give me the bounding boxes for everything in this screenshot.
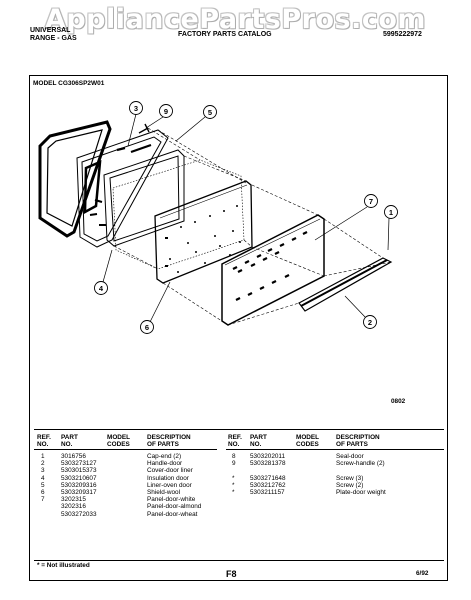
table-cell: Screw (2)	[336, 481, 364, 489]
figure-code: 0802	[391, 398, 406, 405]
footer-rule	[34, 560, 444, 561]
table-cell: 5303281378	[250, 460, 286, 468]
header-ref-right: REF.NO.	[228, 434, 242, 449]
callout-1: 1	[389, 208, 393, 217]
model-number: MODEL CG306SP2W01	[33, 80, 105, 87]
table-cell: 5303209317	[61, 488, 97, 496]
watermark: AppliancePartsPros.com	[44, 4, 427, 35]
table-cell	[41, 503, 45, 510]
table-cell: 8	[232, 453, 236, 460]
table-cell: 5303211157	[250, 488, 285, 496]
callout-9: 9	[164, 107, 168, 116]
brand-line-2: RANGE - GAS	[30, 35, 77, 42]
table-top-rule	[34, 429, 444, 430]
cover-door-liner-part	[76, 129, 169, 248]
table-cell: 6	[41, 488, 45, 496]
table-cell: 4	[41, 474, 45, 482]
table-cell: 2	[41, 460, 45, 468]
table-cell: Cap-end (2)	[147, 453, 182, 460]
doc-number: 5995222972	[383, 31, 422, 38]
callout-6: 6	[145, 323, 149, 332]
table-cell: Screw (3)	[336, 474, 364, 482]
table-cell: 5303271648	[250, 474, 286, 482]
table-cell	[336, 467, 386, 474]
table-cell: Panel-door-white	[147, 496, 196, 504]
table-cell: Panel-door-wheat	[147, 510, 198, 518]
catalog-frame	[29, 75, 448, 581]
table-cell: 7	[41, 496, 45, 504]
table-cell: 3	[41, 467, 45, 475]
brand-line-1: UNIVERSAL	[30, 27, 71, 34]
table-cell: 1	[41, 453, 45, 460]
callout-2: 2	[368, 318, 372, 327]
table-cell: 5303272033	[61, 510, 97, 518]
footnote: * = Not illustrated	[37, 562, 90, 569]
table-cell: 5303209316	[61, 481, 97, 489]
header-ref-left: REF.NO.	[37, 434, 51, 449]
table-cell: 5303202011	[250, 453, 286, 460]
table-header-rule-right	[226, 449, 444, 450]
callout-4: 4	[99, 284, 104, 293]
table-cell: Shield-wool	[147, 488, 181, 496]
table-header-rule-left	[34, 449, 217, 450]
handle-door-part	[298, 257, 393, 312]
table-cell: Screw-handle (2)	[336, 460, 385, 468]
table-cell: 3202315	[61, 496, 86, 504]
shield-wool-part	[154, 180, 253, 284]
footer-date: 6/92	[416, 570, 429, 577]
table-cell: Panel-door-almond	[147, 503, 202, 511]
table-cell	[232, 467, 236, 474]
screw-part	[138, 123, 150, 134]
callout-5: 5	[208, 108, 212, 117]
table-cell: 5303210607	[61, 474, 97, 482]
table-cell: Seal-door	[336, 453, 364, 460]
table-cell: Cover-door liner	[147, 467, 193, 475]
table-cell: 3016756	[61, 453, 86, 460]
table-cell: Handle-door	[147, 460, 183, 468]
table-cell: *	[232, 474, 235, 482]
table-cell: *	[232, 481, 235, 489]
table-cell: 5303212762	[250, 481, 286, 489]
table-cell: *	[232, 488, 235, 496]
catalog-title: FACTORY PARTS CATALOG	[178, 31, 272, 38]
table-cell: Liner-oven door	[147, 481, 192, 489]
table-cell: 9	[232, 460, 236, 468]
table-cell: Insulation door	[147, 474, 189, 482]
callout-3: 3	[134, 104, 138, 113]
table-cell: 5303015373	[61, 467, 97, 475]
table-cell	[41, 511, 45, 518]
table-cell	[250, 467, 286, 474]
table-cell: 5	[41, 481, 45, 489]
table-cell: 3202316	[61, 503, 86, 511]
page-number: F8	[226, 569, 237, 579]
table-cell: 5303273127	[61, 460, 97, 468]
liner-oven-door-part	[103, 149, 185, 247]
callout-7: 7	[369, 197, 373, 206]
table-cell: Plate-door weight	[336, 488, 386, 496]
